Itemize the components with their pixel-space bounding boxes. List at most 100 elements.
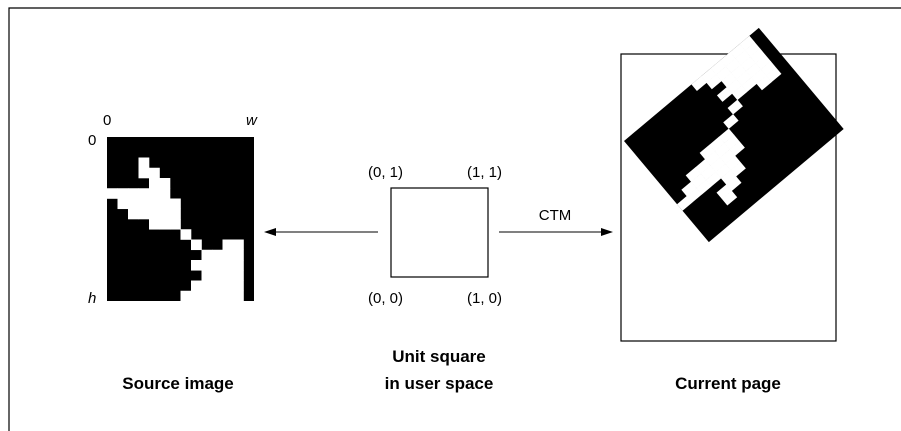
arrow-to-source <box>264 228 378 236</box>
source-pixel <box>149 178 160 189</box>
ctm-label: CTM <box>539 207 572 224</box>
unit-square-caption-line-2: in user space <box>385 374 494 393</box>
page-pixel <box>729 43 746 59</box>
page-pixel <box>686 187 703 203</box>
page-pixel <box>735 50 751 65</box>
source-pixel <box>222 280 234 292</box>
page-pixel <box>685 167 702 182</box>
source-pixel <box>149 188 160 199</box>
page-pixel <box>721 72 737 88</box>
page-pixel <box>706 74 722 90</box>
page-pixel <box>729 141 745 156</box>
source-pixel <box>117 188 129 199</box>
source-pixel <box>117 198 129 210</box>
page-pixel <box>696 179 712 195</box>
source-pixel <box>201 249 213 261</box>
source-pixel <box>170 198 181 210</box>
axis-height-label: h <box>88 290 96 307</box>
page-pixel <box>709 136 725 152</box>
page-pixel <box>766 67 782 83</box>
source-pixel <box>212 280 223 292</box>
unit-square <box>390 187 489 278</box>
page-pixel <box>695 159 711 174</box>
axis-origin-y-label: 0 <box>88 132 96 149</box>
source-pixel <box>233 270 244 281</box>
page-pixel <box>756 75 772 91</box>
page-pixel <box>718 128 735 144</box>
source-pixel <box>222 290 234 302</box>
page-pixel <box>720 51 736 67</box>
source-pixel <box>222 270 234 281</box>
page-pixel <box>745 62 762 78</box>
source-pixel <box>180 290 192 302</box>
page-pixel <box>719 149 736 165</box>
page-pixel <box>744 42 761 57</box>
page-pixel <box>755 54 771 70</box>
source-pixel <box>233 239 244 251</box>
source-image-caption: Source image <box>122 374 234 393</box>
page-pixel <box>723 114 739 129</box>
source-pixel <box>233 290 244 302</box>
source-pixel <box>233 249 244 261</box>
page-pixel <box>677 195 693 211</box>
source-pixel <box>159 188 171 199</box>
source-pixel <box>149 167 160 179</box>
page-pixel <box>720 169 737 185</box>
page-pixel <box>715 66 732 82</box>
corner-label-bottom-left: (0, 0) <box>368 290 403 307</box>
unit-square-panel: (0, 1) (1, 1) (0, 0) (1, 0) Unit square … <box>368 164 502 393</box>
page-pixel <box>727 99 743 115</box>
page-pixel <box>681 181 697 197</box>
source-pixel <box>159 178 171 189</box>
page-pixel <box>730 64 747 80</box>
source-pixel <box>222 260 234 271</box>
page-pixel <box>731 85 748 101</box>
source-pixel <box>212 249 223 261</box>
page-pixel <box>705 171 722 187</box>
source-pixel <box>222 249 234 261</box>
page-pixel <box>725 155 741 171</box>
page-pixel <box>710 59 727 75</box>
page-pixel <box>691 76 707 91</box>
page-pixel <box>724 134 740 150</box>
corner-label-top-left: (0, 1) <box>368 164 403 181</box>
corner-label-top-right: (1, 1) <box>467 164 502 181</box>
page-pixel <box>716 87 733 102</box>
page-pixel <box>714 142 730 158</box>
page-pixel <box>740 56 756 72</box>
source-pixel <box>149 208 160 220</box>
page-panel: Current page <box>620 27 844 393</box>
corner-label-bottom-right: (1, 0) <box>467 290 502 307</box>
source-pixel <box>138 198 150 210</box>
page-pixel <box>710 157 726 173</box>
page-pixel <box>725 58 741 74</box>
page-pixel <box>739 35 755 51</box>
source-pixel <box>149 198 160 210</box>
source-pixel <box>138 208 150 220</box>
source-pixel <box>191 260 202 271</box>
source-pixel <box>170 208 181 220</box>
page-pixel <box>726 176 742 192</box>
source-image <box>107 137 254 302</box>
source-pixel <box>170 219 181 230</box>
page-pixel <box>704 150 721 166</box>
page-pixel <box>700 165 716 181</box>
page-pixel <box>721 190 738 206</box>
source-pixel <box>233 280 244 292</box>
transformed-image <box>624 27 844 243</box>
source-pixel <box>233 260 244 271</box>
page-pixel <box>730 161 746 177</box>
page-pixel <box>741 77 757 93</box>
page-pixel <box>726 78 742 94</box>
source-pixel <box>201 270 213 281</box>
page-pixel <box>760 61 777 76</box>
page-pixel <box>716 184 732 200</box>
source-pixel <box>149 219 160 230</box>
page-pixel <box>699 144 715 160</box>
current-page-caption: Current page <box>675 374 781 393</box>
source-pixel <box>138 157 150 169</box>
source-pixel <box>212 290 223 302</box>
source-pixel <box>212 260 223 271</box>
source-pixel <box>201 260 213 271</box>
